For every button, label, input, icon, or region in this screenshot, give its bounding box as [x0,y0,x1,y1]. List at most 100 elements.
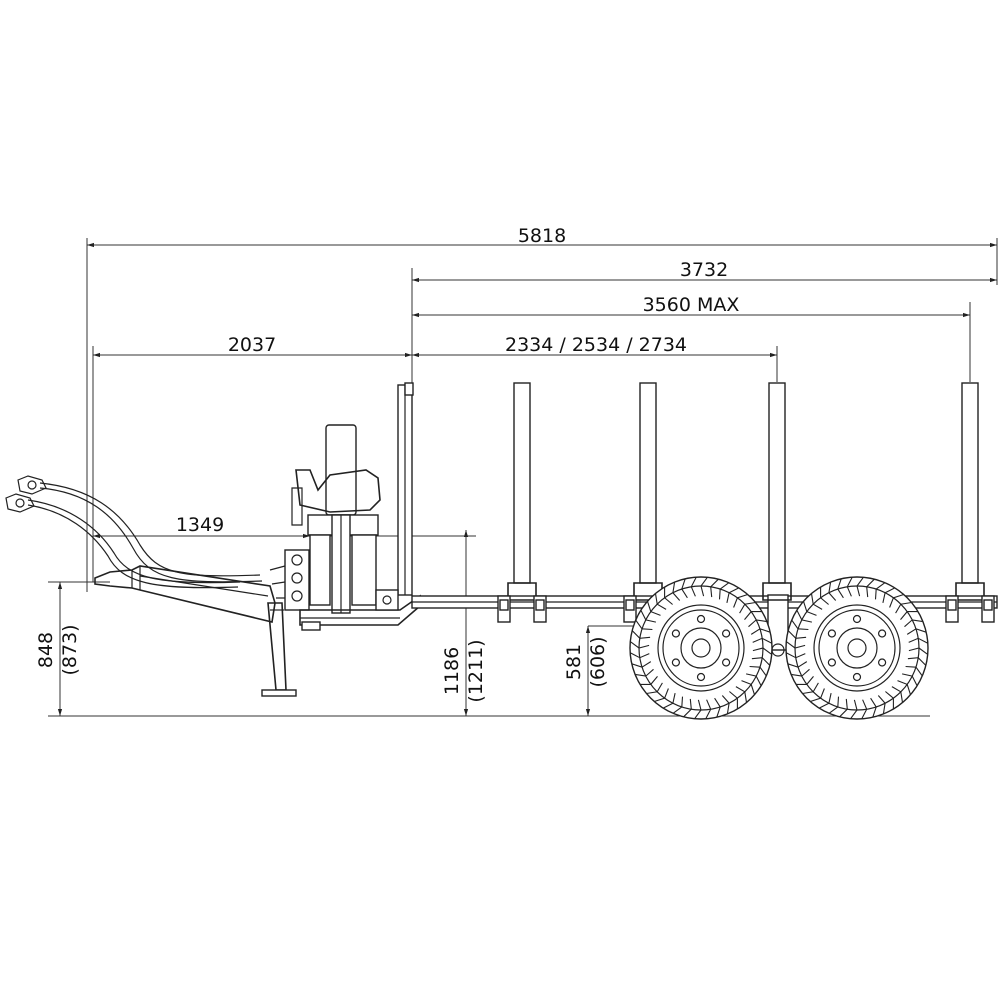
tyre-tread-lug [751,657,771,666]
tyre-tread-lug [796,609,813,623]
stake-4 [945,382,995,623]
tyre-tread-lug [635,619,653,631]
tyre-tread-lug [850,699,858,720]
tyre-tread-lug [681,578,688,599]
stake-2 [623,382,663,623]
drawbar [94,565,276,623]
wheel-bolt [671,658,681,667]
tyre-tread-lug [662,692,676,709]
tyre-tread-lug [654,688,669,703]
tyre-tread-lug [785,641,806,649]
tyre-tread-lug [885,691,894,709]
dimension-labels: 5818 3732 3560 MAX 2334 / 2534 / 2734 20… [35,225,739,703]
tyre-tread-lug [810,593,823,610]
wheel-bolt [721,629,731,638]
tyre-tread-lug [721,695,730,714]
support-leg [267,602,287,691]
wheel-bolt [852,614,862,624]
wheel-front [629,576,773,720]
tyre-tread-lug [904,619,923,628]
tyre-tread-lug [629,652,650,659]
tyre-tread-lug [646,601,661,616]
wheel-bolt [696,672,706,682]
tyre-tread-lug [741,680,756,695]
drawbar-assembly [5,475,297,697]
tyre-tread-lug [726,587,740,604]
tyre-tread-lug [908,647,929,655]
wheel-bolt [877,629,887,638]
tyre-tread-lug [664,587,673,605]
tyre-tread-lug [828,696,840,714]
tyre-tread-lug [672,582,681,601]
tyre-tread-lug [802,601,817,616]
tyre-tread-lug [901,673,918,687]
tyre-tread-lug [828,582,837,601]
tyre-tread-lug [906,628,927,635]
tyre-tread-lug [690,576,697,597]
tyre-tread-lug [631,630,651,639]
label-drawbar-height: 848 [35,632,57,668]
tyre-tread-lug [877,695,886,714]
stake-3 [762,382,792,601]
tyre-tread-lug [882,587,896,604]
tyre-tread-lug [631,661,652,668]
tyre-tread-lug [791,668,810,677]
tyre-tread-lug [787,661,808,668]
tyre-tread-lug [750,628,771,635]
tyre-tread-lug [818,692,832,709]
tyre-tread-lug [710,578,719,598]
tyre-tread-lug [749,665,767,677]
tyre-tread-lug [891,686,904,703]
tyre-tread-lug [810,688,825,703]
label-stake-spread-max: 3560 MAX [643,294,740,316]
tyre-tread-lug [895,601,912,614]
tyre-tread-lug [733,593,748,608]
wheel-bolt [852,672,862,682]
tyre-tread-lug [870,697,877,718]
tyre-tread-lug [897,680,912,695]
label-load-length: 3732 [680,259,728,281]
tyre-tread-lug [748,619,767,628]
valve-block [269,549,310,611]
tyre-tread-lug [900,611,918,620]
wheel-bolt [671,629,681,638]
tyre-tread-lug [752,637,773,644]
crane-base [269,382,421,631]
label-crane-base-height: 1186 [441,647,463,695]
label-crane-base-height-alt: (1211) [465,639,487,702]
tyre-tread-lug [694,699,702,720]
label-drawbar-height-alt: (873) [59,624,81,675]
tyre-tread-lug [866,578,875,598]
tyre-tread-lug [640,676,658,685]
tyre-tread-lug [796,676,814,685]
tyre-tread-lug [874,582,886,600]
hydraulic-hose [39,482,261,577]
tyre-tread-lug [745,673,762,687]
label-crane-offset: 1349 [176,514,224,536]
tyre-tread-lug [820,587,829,605]
crane-column [325,424,357,516]
tyre-tread-lug [907,657,927,666]
label-overall-length: 5818 [518,225,566,247]
wheel-bolt [827,658,837,667]
tyre-tread-lug [785,652,806,659]
hose-coupler-icon [5,475,47,513]
tyre-tread-lug [714,697,721,718]
wheel-bolt [721,658,731,667]
dimension-lines [48,238,998,717]
tyre-tread-lug [640,609,657,623]
stake-1 [497,382,547,623]
wheel-bolt [696,614,706,624]
tyre-tread-lug [837,578,844,599]
tyre-tread-lug [718,582,730,600]
support-foot [261,689,297,697]
label-front-to-bolster: 2037 [228,334,276,356]
tyre-tread-lug [739,601,756,614]
tyre-tread-lug [744,611,762,620]
label-stake-spacing: 2334 / 2534 / 2734 [505,334,687,356]
tyre-tread-lug [735,686,748,703]
tyre-tread-lug [856,576,864,597]
tyre-tread-lug [635,668,654,677]
tyre-tread-lug [729,691,738,709]
